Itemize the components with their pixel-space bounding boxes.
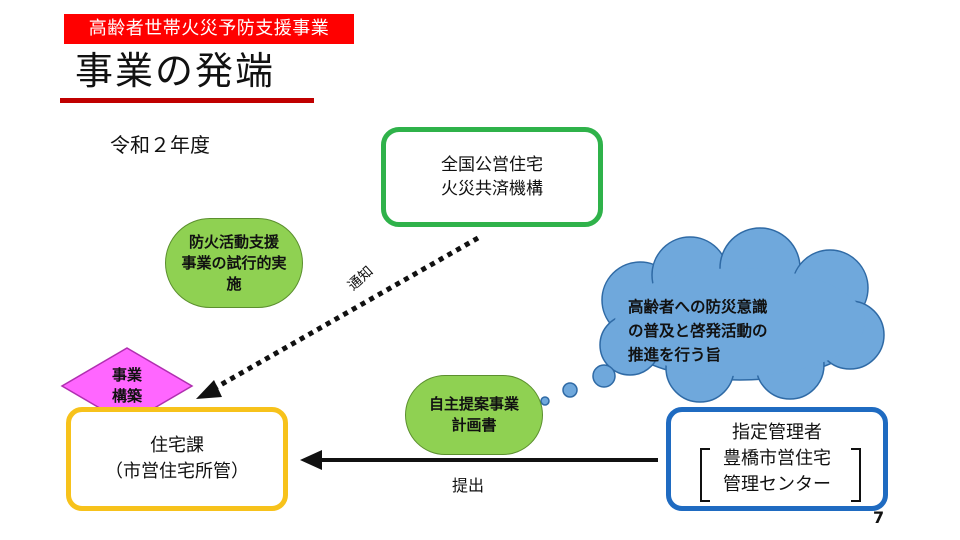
thought-bubble-small bbox=[540, 396, 550, 406]
org-node-line2: 火災共済機構 bbox=[441, 179, 543, 199]
notify-arrowhead bbox=[196, 380, 222, 399]
housing-dept-line1: 住宅課 bbox=[150, 435, 204, 456]
fiscal-year-label: 令和２年度 bbox=[110, 133, 210, 157]
trial-node: 防火活動支援 事業の試行的実 施 bbox=[165, 218, 303, 308]
plan-node: 自主提案事業 計画書 bbox=[405, 375, 543, 455]
page-title: 事業の発端 bbox=[75, 49, 276, 93]
notify-arrow bbox=[206, 235, 480, 395]
project-diamond-label: 事業 構築 bbox=[62, 355, 192, 417]
org-node-line1: 全国公営住宅 bbox=[441, 155, 543, 175]
manager-bracket-right bbox=[851, 448, 861, 502]
plan-node-line2: 計画書 bbox=[451, 416, 497, 434]
title-underline bbox=[60, 98, 314, 103]
cloud-line3: 推進を行う旨 bbox=[628, 346, 722, 364]
project-tag: 高齢者世帯火災予防支援事業 bbox=[64, 14, 354, 44]
thought-bubble-large bbox=[592, 364, 616, 388]
manager-node: 指定管理者 豊橋市営住宅 管理センター bbox=[666, 407, 888, 511]
org-node: 全国公営住宅 火災共済機構 bbox=[381, 127, 603, 227]
cloud-line1: 高齢者への防災意識 bbox=[628, 298, 768, 316]
submit-arrowhead bbox=[300, 450, 322, 470]
submit-label: 提出 bbox=[452, 476, 485, 495]
trial-node-line2: 事業の試行的実 bbox=[181, 253, 287, 272]
manager-node-line2: 豊橋市営住宅 bbox=[723, 448, 831, 469]
manager-node-line3: 管理センター bbox=[723, 474, 831, 495]
housing-dept-line2: （市営住宅所管） bbox=[105, 461, 249, 482]
cloud-message: 高齢者への防災意識 の普及と啓発活動の 推進を行う旨 bbox=[628, 295, 838, 367]
cloud-line2: の普及と啓発活動の bbox=[628, 322, 768, 340]
diamond-line2: 構築 bbox=[111, 387, 142, 405]
plan-node-line1: 自主提案事業 bbox=[428, 395, 519, 413]
page-number: 7 bbox=[873, 508, 885, 527]
housing-dept-node: 住宅課 （市営住宅所管） bbox=[66, 407, 288, 511]
trial-node-line3: 施 bbox=[226, 274, 242, 293]
thought-cloud-core bbox=[615, 268, 865, 376]
manager-bracket-left bbox=[700, 448, 710, 502]
diamond-line1: 事業 bbox=[111, 366, 142, 384]
thought-bubble-medium bbox=[562, 382, 578, 398]
manager-node-line1: 指定管理者 bbox=[732, 422, 822, 443]
trial-node-line1: 防火活動支援 bbox=[188, 232, 279, 251]
